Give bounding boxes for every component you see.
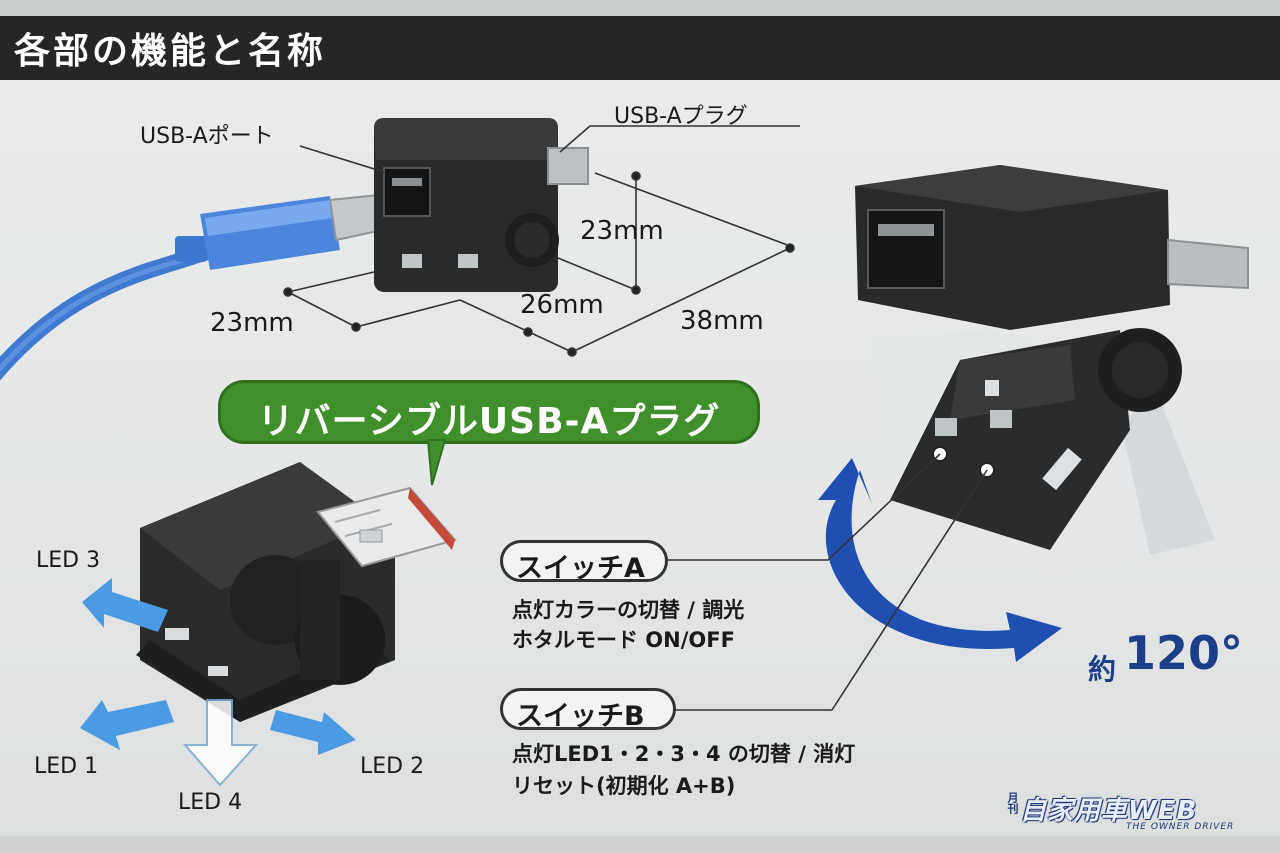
usb-plug-label: USB-Aプラグ: [614, 104, 748, 129]
logo-vertical-text: 月刊: [1006, 792, 1019, 814]
led3-label: LED 3: [36, 548, 101, 573]
switch-b-description-1: 点灯LED1・2・3・4 の切替 / 消灯: [512, 742, 856, 766]
bottom-border: [0, 836, 1280, 853]
cube-rotated-view: [855, 165, 1249, 580]
height-dimension: 23mm: [580, 216, 664, 246]
top-border: [0, 0, 1280, 16]
section-header: [0, 16, 1280, 80]
switch-a-label: スイッチA: [516, 553, 645, 584]
led2-label: LED 2: [360, 754, 425, 779]
switch-b-label: スイッチB: [516, 701, 645, 732]
reversible-plug-callout: [218, 380, 760, 444]
switch-a-description-2: ホタルモード ON/OFF: [512, 628, 735, 652]
rotation-arrow: [818, 458, 1062, 662]
width-dimension: 23mm: [210, 308, 294, 338]
led1-label: LED 1: [34, 754, 99, 779]
logo-tagline: THE OWNER DRIVER: [1126, 822, 1235, 832]
rotation-value: 120°: [1124, 626, 1244, 680]
depth-dimension: 26mm: [520, 290, 604, 320]
led-direction-arrows: [80, 578, 356, 787]
dimension-lines: [283, 125, 800, 357]
section-title: 各部の機能と名称: [14, 31, 327, 72]
cube-top-view: [374, 118, 589, 292]
switch-b-pill: [500, 688, 676, 730]
cube-led-view: [136, 462, 457, 722]
rotation-prefix: 約: [1088, 653, 1117, 686]
usb-port-label: USB-Aポート: [140, 124, 274, 149]
site-logo: 自家用車WEB: [1020, 796, 1198, 826]
switch-leader-lines: [664, 453, 988, 711]
led4-label: LED 4: [178, 790, 243, 815]
switch-a-description-1: 点灯カラーの切替 / 調光: [512, 598, 745, 622]
switch-a-pill: [500, 540, 668, 582]
switch-b-description-2: リセット(初期化 A+B): [512, 774, 736, 798]
reversible-plug-title: リバーシブルUSB-Aプラグ: [257, 401, 721, 442]
length-dimension: 38mm: [680, 306, 764, 336]
usb-cable-illustration: [0, 192, 394, 381]
